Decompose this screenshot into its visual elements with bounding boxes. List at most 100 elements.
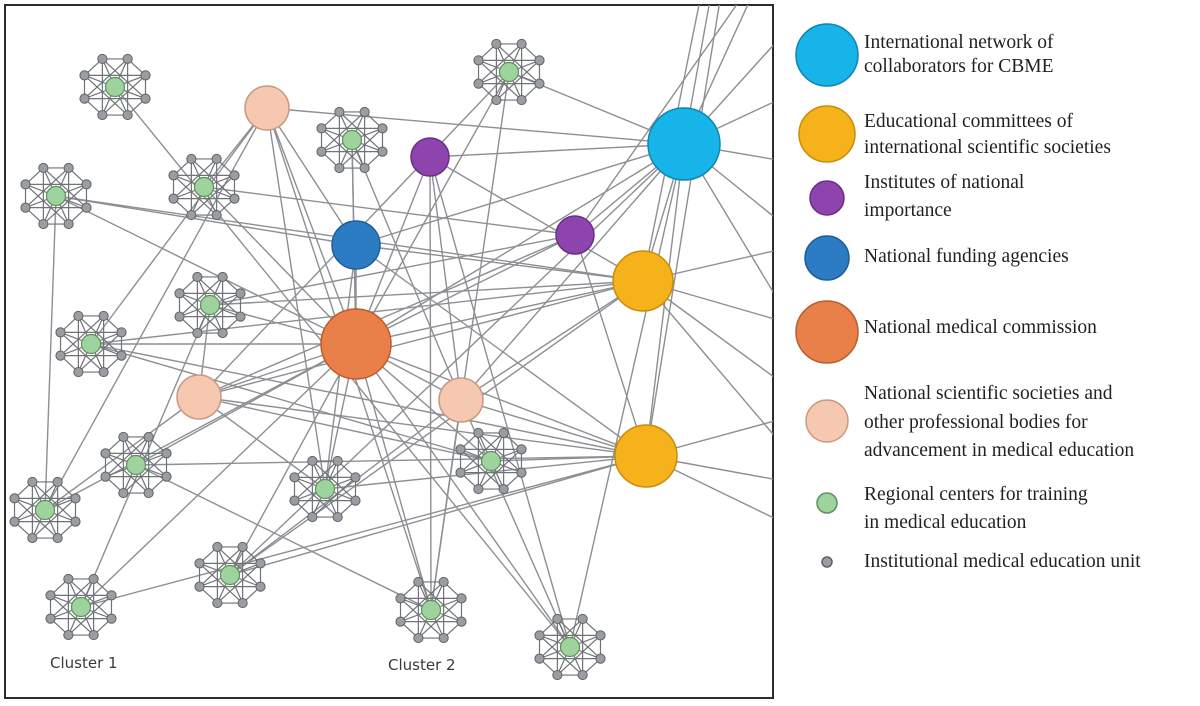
regional-center-node xyxy=(199,294,221,316)
institutional-unit-node xyxy=(438,632,449,644)
cluster-chord-edge xyxy=(294,460,339,502)
regional-cluster-r8 xyxy=(100,431,172,499)
regional-cluster-r3 xyxy=(473,38,545,106)
edge-nmc-r3 xyxy=(355,71,510,345)
institutional-unit-node xyxy=(456,616,467,627)
institutional-unit-node xyxy=(332,511,343,523)
institutional-unit-node xyxy=(534,78,545,89)
legend-swatch-international xyxy=(795,23,859,87)
institutional-unit-node xyxy=(106,590,117,601)
institutional-unit-node xyxy=(9,516,20,527)
legend-label-international-line-2: collaborators for CBME xyxy=(864,56,1054,77)
legend-swatch-committees xyxy=(798,105,856,163)
institutional-unit-node xyxy=(45,590,56,601)
institutional-unit-node xyxy=(45,613,56,624)
legend-label-societies-line-2: other professional bodies for xyxy=(864,412,1088,433)
cluster-chord-edge xyxy=(14,497,59,539)
institutional-unit-node xyxy=(81,202,92,213)
regional-cluster-r12 xyxy=(194,541,266,609)
edge-soc3-r2 xyxy=(351,139,462,401)
regional-center-node xyxy=(104,76,126,98)
edge-comm2-r12 xyxy=(229,455,647,576)
institutional-unit-node xyxy=(473,483,484,495)
regional-center-node xyxy=(559,636,581,658)
institutional-unit-node xyxy=(235,288,246,299)
institutional-unit-node xyxy=(534,653,545,664)
regional-center-node xyxy=(80,333,102,355)
regional-center-node xyxy=(70,596,92,618)
node-comm1 xyxy=(612,250,674,312)
institutional-unit-node xyxy=(100,448,111,459)
regional-cluster-r10 xyxy=(289,455,361,523)
institutional-unit-node xyxy=(332,455,343,467)
cluster-chord-edge xyxy=(14,481,59,523)
node-soc3 xyxy=(438,377,484,423)
regional-center-node xyxy=(193,176,215,198)
institutional-unit-node xyxy=(81,179,92,190)
edge-offscreen-16 xyxy=(574,5,738,236)
edge-offscreen-13 xyxy=(642,280,773,436)
institutional-unit-node xyxy=(161,448,172,459)
edge-r3-r14 xyxy=(430,71,510,611)
institutional-unit-node xyxy=(88,629,99,641)
institutional-unit-node xyxy=(88,573,99,585)
institutional-unit-node xyxy=(63,162,74,174)
institutional-unit-node xyxy=(79,70,90,81)
regional-cluster-r7 xyxy=(55,310,127,378)
institutional-unit-node xyxy=(20,202,31,213)
regional-center-node xyxy=(45,185,67,207)
cluster-chord-edge xyxy=(495,43,540,85)
institutional-unit-node xyxy=(27,476,38,488)
cluster-chord-edge xyxy=(196,292,241,334)
institutional-unit-node xyxy=(491,38,502,50)
regional-cluster-r13 xyxy=(45,573,117,641)
institutional-unit-node xyxy=(70,493,81,504)
institutional-unit-node xyxy=(377,146,388,157)
cluster-chord-edge xyxy=(42,167,87,209)
cluster-chord-edge xyxy=(478,59,523,101)
edge-intl-r12 xyxy=(229,143,685,576)
legend-item-commission: National medical commission xyxy=(795,300,1097,364)
edge-r6-r13 xyxy=(80,304,211,608)
cluster-chord-edge xyxy=(417,597,462,639)
institutional-unit-node xyxy=(194,581,205,592)
legend-item-funding: National funding agencies xyxy=(804,235,1069,281)
institutional-unit-node xyxy=(255,581,266,592)
regional-center-node xyxy=(125,454,147,476)
institutional-unit-node xyxy=(516,38,527,50)
institutional-unit-node xyxy=(168,170,179,181)
cluster-chord-edge xyxy=(84,58,129,100)
edge-nmc-comm2 xyxy=(355,343,647,457)
institutional-unit-node xyxy=(38,162,49,174)
institutional-unit-node xyxy=(516,444,527,455)
node-intl xyxy=(647,107,721,181)
legend-label-societies-line-3: advancement in medical education xyxy=(864,440,1134,461)
edge-fund-comm1 xyxy=(355,244,644,282)
node-soc2 xyxy=(176,374,222,420)
institutional-unit-node xyxy=(52,476,63,488)
regional-center-node xyxy=(498,61,520,83)
regional-center-node xyxy=(480,450,502,472)
institutional-unit-node xyxy=(334,162,345,174)
legend-label-unit-line-1: Institutional medical education unit xyxy=(864,551,1141,572)
institutional-unit-node xyxy=(116,327,127,338)
institutional-unit-node xyxy=(455,467,466,478)
institutional-unit-node xyxy=(473,78,484,89)
cluster-chord-edge xyxy=(179,276,224,318)
node-inst2 xyxy=(555,215,595,255)
regional-cluster-r14 xyxy=(395,576,467,644)
institutional-unit-node xyxy=(192,327,203,339)
cluster-chord-edge xyxy=(84,74,129,116)
institutional-unit-node xyxy=(55,350,66,361)
institutional-unit-node xyxy=(577,613,588,625)
cluster-2-label: Cluster 2 xyxy=(388,656,456,674)
cluster-chord-edge xyxy=(478,43,523,85)
cluster-1-label: Cluster 1 xyxy=(50,654,118,672)
legend-label-international-line-1: International network of xyxy=(864,32,1054,53)
legend-label-institutes-line-2: importance xyxy=(864,200,952,221)
cluster-chord-edge xyxy=(105,436,150,478)
cluster-chord-edge xyxy=(311,460,356,502)
edge-nmc-r14 xyxy=(355,343,432,611)
institutional-unit-node xyxy=(595,630,606,641)
